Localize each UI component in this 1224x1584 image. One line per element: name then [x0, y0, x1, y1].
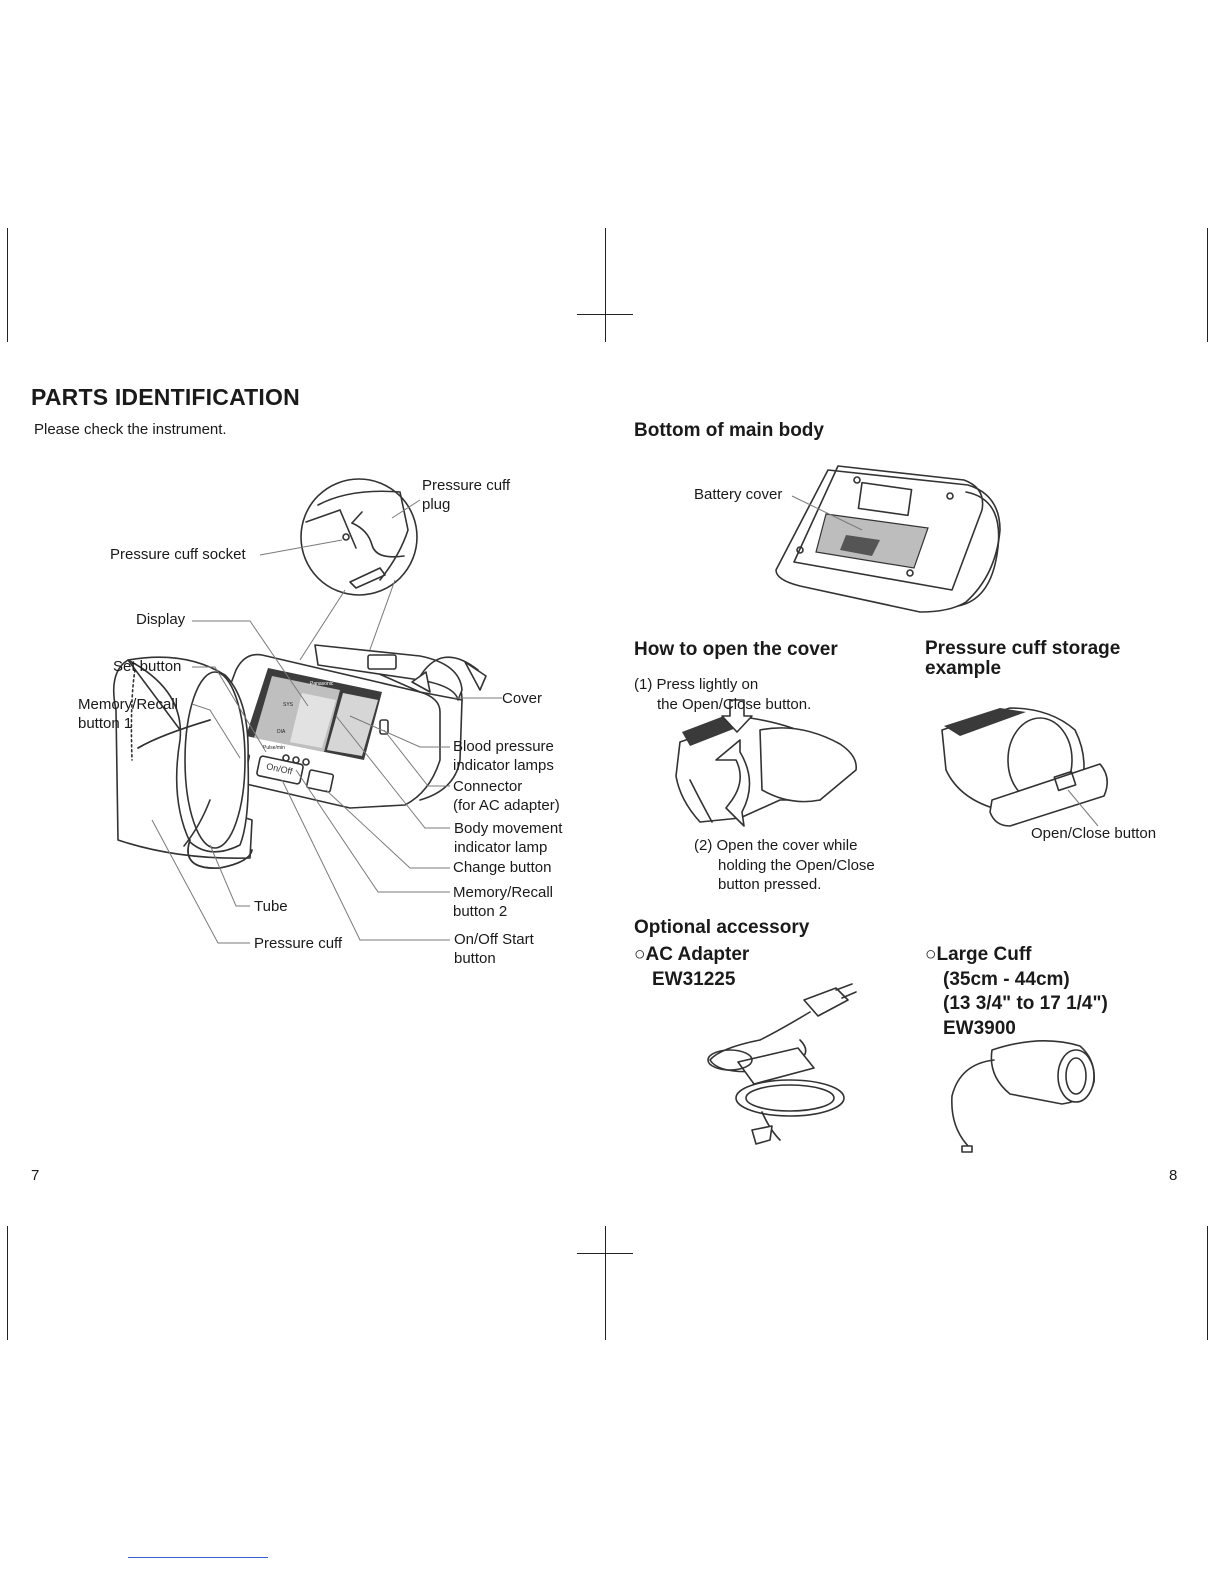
acc-line: ○Large Cuff: [925, 943, 1108, 968]
page-number-left: 7: [31, 1167, 39, 1184]
label-line: Blood pressure: [453, 738, 554, 757]
ac-adapter-drawing: [708, 984, 856, 1144]
step-line: (1) Press lightly on: [634, 675, 811, 695]
label-change-button: Change button: [453, 859, 551, 878]
large-cuff-drawing: [952, 1041, 1094, 1152]
label-tube: Tube: [254, 898, 288, 917]
step-1: (1) Press lightly on the Open/Close butt…: [634, 675, 811, 714]
label-open-close-button: Open/Close button: [1031, 825, 1156, 844]
label-memory-recall-2: Memory/Recall button 2: [453, 884, 553, 921]
large-cuff-text: ○Large Cuff (35cm - 44cm) (13 3/4" to 17…: [925, 943, 1108, 1041]
acc-line: EW3900: [925, 1017, 1108, 1042]
label-bp-lamps: Blood pressure indicator lamps: [453, 738, 554, 775]
device-brand: Panasonic: [310, 681, 334, 687]
bottom-body-drawing: [776, 466, 1000, 612]
heading-line: Pressure cuff storage: [925, 639, 1120, 659]
acc-line: EW31225: [634, 968, 749, 993]
label-line: (for AC adapter): [453, 797, 560, 816]
label-memory-recall-1: Memory/Recall button 1: [78, 696, 178, 733]
heading-open-cover: How to open the cover: [634, 639, 838, 661]
step-line: button pressed.: [694, 875, 875, 895]
label-cover: Cover: [502, 690, 542, 709]
heading-optional-accessory: Optional accessory: [634, 917, 809, 939]
label-pressure-cuff: Pressure cuff: [254, 935, 342, 954]
label-line: Pressure cuff: [422, 477, 510, 496]
label-line: indicator lamps: [453, 757, 554, 776]
page-number-right: 8: [1169, 1167, 1177, 1184]
label-line: button 2: [453, 903, 553, 922]
heading-storage: Pressure cuff storage example: [925, 639, 1120, 679]
label-battery-cover: Battery cover: [694, 486, 782, 505]
heading-line: example: [925, 659, 1120, 679]
label-display: Display: [136, 611, 185, 630]
heading-bottom-main-body: Bottom of main body: [634, 420, 824, 442]
label-line: Memory/Recall: [78, 696, 178, 715]
label-body-movement: Body movement indicator lamp: [454, 820, 562, 857]
acc-line: ○AC Adapter: [634, 943, 749, 968]
label-line: Body movement: [454, 820, 562, 839]
label-line: button 1: [78, 715, 178, 734]
step-2: (2) Open the cover while holding the Ope…: [694, 836, 875, 895]
acc-line: (35cm - 44cm): [925, 968, 1108, 993]
label-line: indicator lamp: [454, 839, 562, 858]
storage-drawing: [942, 708, 1107, 826]
step-line: holding the Open/Close: [694, 856, 875, 876]
label-line: Memory/Recall: [453, 884, 553, 903]
step-line: the Open/Close button.: [634, 695, 811, 715]
device-dia: DIA: [277, 729, 286, 735]
link-underline: [128, 1557, 268, 1558]
step-line: (2) Open the cover while: [694, 836, 875, 856]
page-title: PARTS IDENTIFICATION: [31, 384, 300, 411]
page-subtitle: Please check the instrument.: [34, 421, 227, 438]
magnifier-circle: [301, 479, 417, 595]
label-connector: Connector (for AC adapter): [453, 778, 560, 815]
open-cover-drawing: [676, 700, 856, 826]
label-on-off-start: On/Off Start button: [454, 931, 534, 968]
label-set-button: Set button: [113, 658, 181, 677]
label-line: Connector: [453, 778, 560, 797]
device-sys: SYS: [283, 702, 294, 708]
device-pulse: Pulse/min: [263, 745, 285, 751]
acc-line: (13 3/4" to 17 1/4"): [925, 992, 1108, 1017]
label-cuff-plug: Pressure cuff plug: [422, 477, 510, 514]
label-line: button: [454, 950, 534, 969]
label-line: On/Off Start: [454, 931, 534, 950]
pressure-cuff-drawing: [114, 657, 252, 868]
ac-adapter-text: ○AC Adapter EW31225: [634, 943, 749, 992]
label-cuff-socket: Pressure cuff socket: [110, 546, 246, 565]
label-line: plug: [422, 496, 510, 515]
